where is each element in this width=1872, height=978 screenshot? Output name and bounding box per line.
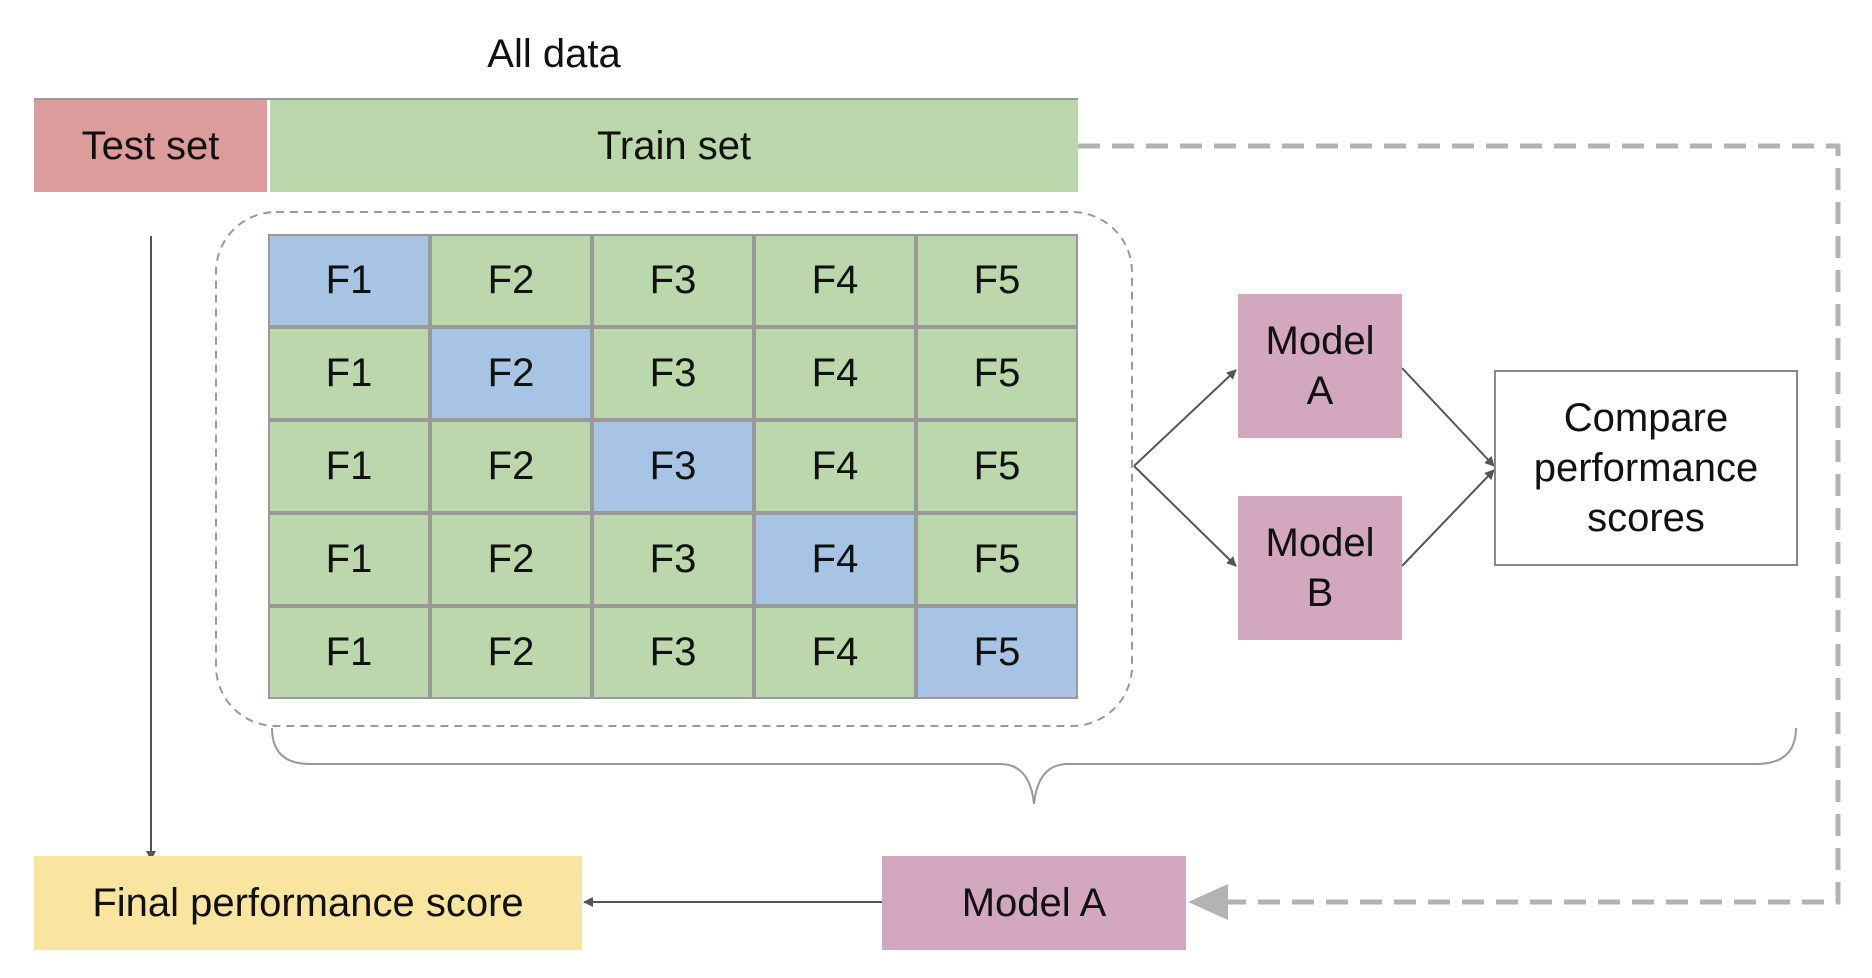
training-fold-cell: F3 (592, 234, 754, 327)
training-fold-cell: F2 (430, 513, 592, 606)
final-model-a-box: Model A (882, 856, 1186, 950)
training-fold-cell: F1 (268, 327, 430, 420)
final-performance-score-box: Final performance score (34, 856, 582, 950)
compare-line-3: scores (1587, 496, 1705, 540)
model-b-line-2: B (1306, 571, 1334, 615)
selection-brace (271, 727, 1797, 805)
compare-line-1: Compare (1563, 396, 1729, 440)
model-b-to-compare-arrow (1401, 469, 1495, 567)
training-fold-cell: F2 (430, 420, 592, 513)
compare-line-2: performance (1533, 446, 1759, 490)
training-fold-cell: F3 (592, 606, 754, 699)
training-fold-cell: F3 (592, 327, 754, 420)
model-a-to-compare-arrow (1401, 367, 1495, 467)
folds-to-model-a-arrow (1133, 369, 1237, 467)
training-fold-cell: F1 (268, 513, 430, 606)
compare-performance-box: Compare performance scores (1494, 370, 1798, 566)
training-fold-cell: F1 (268, 420, 430, 513)
training-fold-cell: F4 (754, 234, 916, 327)
training-fold-cell: F2 (430, 606, 592, 699)
validation-fold-cell: F2 (430, 327, 592, 420)
training-fold-cell: F5 (916, 420, 1078, 513)
validation-fold-cell: F1 (268, 234, 430, 327)
validation-fold-cell: F3 (592, 420, 754, 513)
test-set-block: Test set (34, 100, 267, 192)
validation-fold-cell: F4 (754, 513, 916, 606)
training-fold-cell: F4 (754, 420, 916, 513)
validation-fold-cell: F5 (916, 606, 1078, 699)
training-fold-cell: F3 (592, 513, 754, 606)
train-to-final-model-dashed (1078, 143, 1841, 905)
train-to-final-model-arrowhead (1188, 884, 1228, 920)
model-b-line-1: Model (1265, 521, 1375, 565)
train-set-block: Train set (270, 100, 1078, 192)
training-fold-cell: F1 (268, 606, 430, 699)
training-fold-cell: F4 (754, 327, 916, 420)
model-b-box: Model B (1238, 496, 1402, 640)
training-fold-cell: F5 (916, 327, 1078, 420)
all-data-label: All data (487, 32, 621, 76)
folds-dashed-boundary (215, 211, 1133, 727)
model-a-line-1: Model (1265, 319, 1375, 363)
training-fold-cell: F2 (430, 234, 592, 327)
training-fold-cell: F4 (754, 606, 916, 699)
model-a-box: Model A (1238, 294, 1402, 438)
folds-to-model-b-arrow (1133, 465, 1237, 567)
training-fold-cell: F5 (916, 513, 1078, 606)
training-fold-cell: F5 (916, 234, 1078, 327)
model-a-line-2: A (1306, 369, 1334, 413)
